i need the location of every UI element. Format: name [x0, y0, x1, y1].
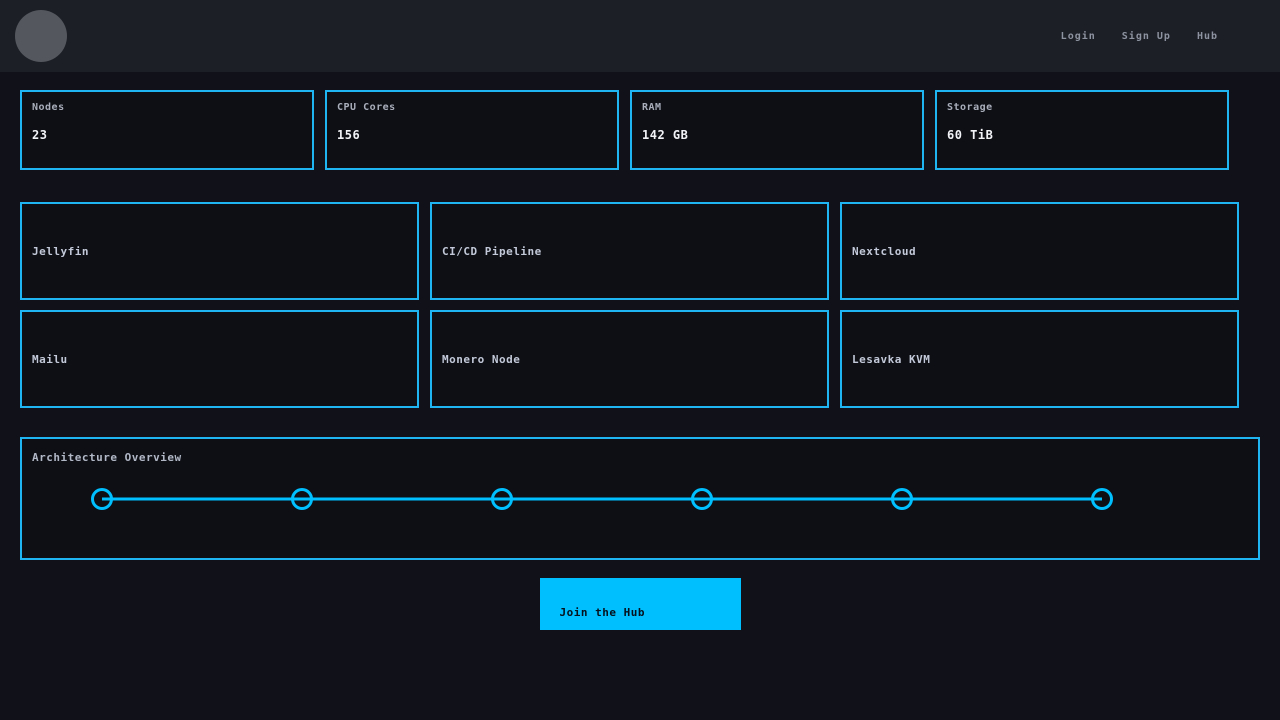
stat-label: CPU Cores: [337, 102, 396, 113]
stat-label: Nodes: [32, 102, 65, 113]
service-card-jellyfin[interactable]: Jellyfin: [20, 202, 419, 300]
service-label: Mailu: [32, 352, 68, 366]
service-card-cicd-pipeline[interactable]: CI/CD Pipeline: [430, 202, 829, 300]
stat-value: 60 TiB: [947, 128, 994, 142]
stat-card-ram: RAM 142 GB: [630, 90, 924, 170]
architecture-title: Architecture Overview: [32, 451, 182, 464]
stat-card-nodes: Nodes 23: [20, 90, 314, 170]
service-label: Nextcloud: [852, 244, 917, 258]
stat-value: 23: [32, 128, 48, 142]
stat-label: Storage: [947, 102, 993, 113]
service-label: CI/CD Pipeline: [442, 244, 542, 258]
nav-links: Login Sign Up Hub: [1061, 31, 1218, 42]
stats-row: Nodes 23 CPU Cores 156 RAM 142 GB Storag…: [20, 90, 1280, 170]
nav-link-login[interactable]: Login: [1060, 30, 1096, 42]
architecture-node-diagram: [91, 488, 1113, 510]
avatar[interactable]: [15, 10, 67, 62]
services-grid: Jellyfin CI/CD Pipeline Nextcloud Mailu …: [20, 202, 1280, 408]
nav-link-hub[interactable]: Hub: [1196, 30, 1218, 42]
nav-link-signup[interactable]: Sign Up: [1121, 30, 1171, 42]
service-card-monero-node[interactable]: Monero Node: [430, 310, 829, 408]
stat-card-storage: Storage 60 TiB: [935, 90, 1229, 170]
cta-row: Join the Hub: [0, 578, 1280, 630]
stat-value: 142 GB: [642, 128, 689, 142]
service-card-mailu[interactable]: Mailu: [20, 310, 419, 408]
navbar: Login Sign Up Hub: [0, 0, 1280, 72]
main-content: Nodes 23 CPU Cores 156 RAM 142 GB Storag…: [0, 90, 1280, 630]
service-label: Lesavka KVM: [852, 352, 931, 366]
service-label: Monero Node: [442, 352, 521, 366]
stat-value: 156: [337, 128, 361, 142]
service-card-lesavka-kvm[interactable]: Lesavka KVM: [840, 310, 1239, 408]
architecture-panel: Architecture Overview: [20, 437, 1260, 560]
service-label: Jellyfin: [32, 244, 89, 258]
stat-label: RAM: [642, 102, 662, 113]
service-card-nextcloud[interactable]: Nextcloud: [840, 202, 1239, 300]
stat-card-cpu-cores: CPU Cores 156: [325, 90, 619, 170]
join-hub-button[interactable]: Join the Hub: [539, 578, 741, 630]
